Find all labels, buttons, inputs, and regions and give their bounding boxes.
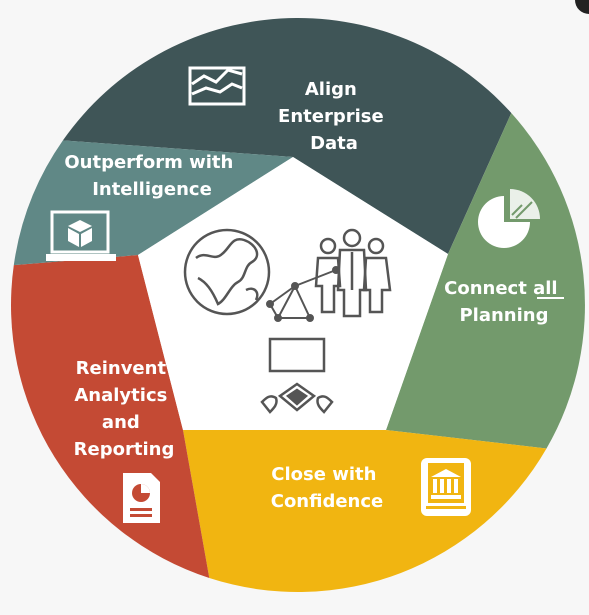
label-align: Align Enterprise Data [278, 79, 390, 154]
pie-chart-icon [478, 189, 540, 248]
label-align-line-3: Data [310, 133, 358, 154]
label-outperform-line-1: Outperform with [64, 152, 233, 173]
center-pentagon [138, 157, 448, 430]
label-reinvent-line-1: Reinvent [76, 358, 167, 379]
label-align-line-2: Enterprise [278, 106, 384, 127]
label-reinvent: Reinvent Analytics and Reporting [74, 358, 175, 460]
label-align-line-1: Align [305, 79, 357, 100]
bank-book-icon [421, 458, 471, 516]
label-outperform-line-2: Intelligence [92, 179, 212, 200]
monitor-cube-icon [46, 210, 116, 261]
report-pie-icon [123, 473, 160, 523]
globe-icon [183, 228, 271, 316]
label-reinvent-line-2: Analytics [74, 385, 167, 406]
label-close-line-1: Close with [271, 464, 376, 485]
segment-connect-all-planning [386, 113, 585, 449]
label-close-line-2: Confidence [271, 491, 384, 512]
label-connect-line-2: Planning [459, 305, 548, 326]
people-group-icon [314, 228, 392, 318]
label-reinvent-line-4: Reporting [74, 439, 175, 460]
segment-align-enterprise-data [62, 18, 512, 255]
label-connect-line-1: Connect all [444, 278, 557, 299]
label-connect: Connect all Planning [444, 278, 564, 326]
meeting-screen-icon [260, 337, 334, 414]
label-reinvent-line-3: and [102, 412, 140, 433]
label-close: Close with Confidence [271, 464, 384, 512]
label-outperform: Outperform with Intelligence [64, 152, 239, 200]
chart-area-icon [188, 66, 246, 106]
